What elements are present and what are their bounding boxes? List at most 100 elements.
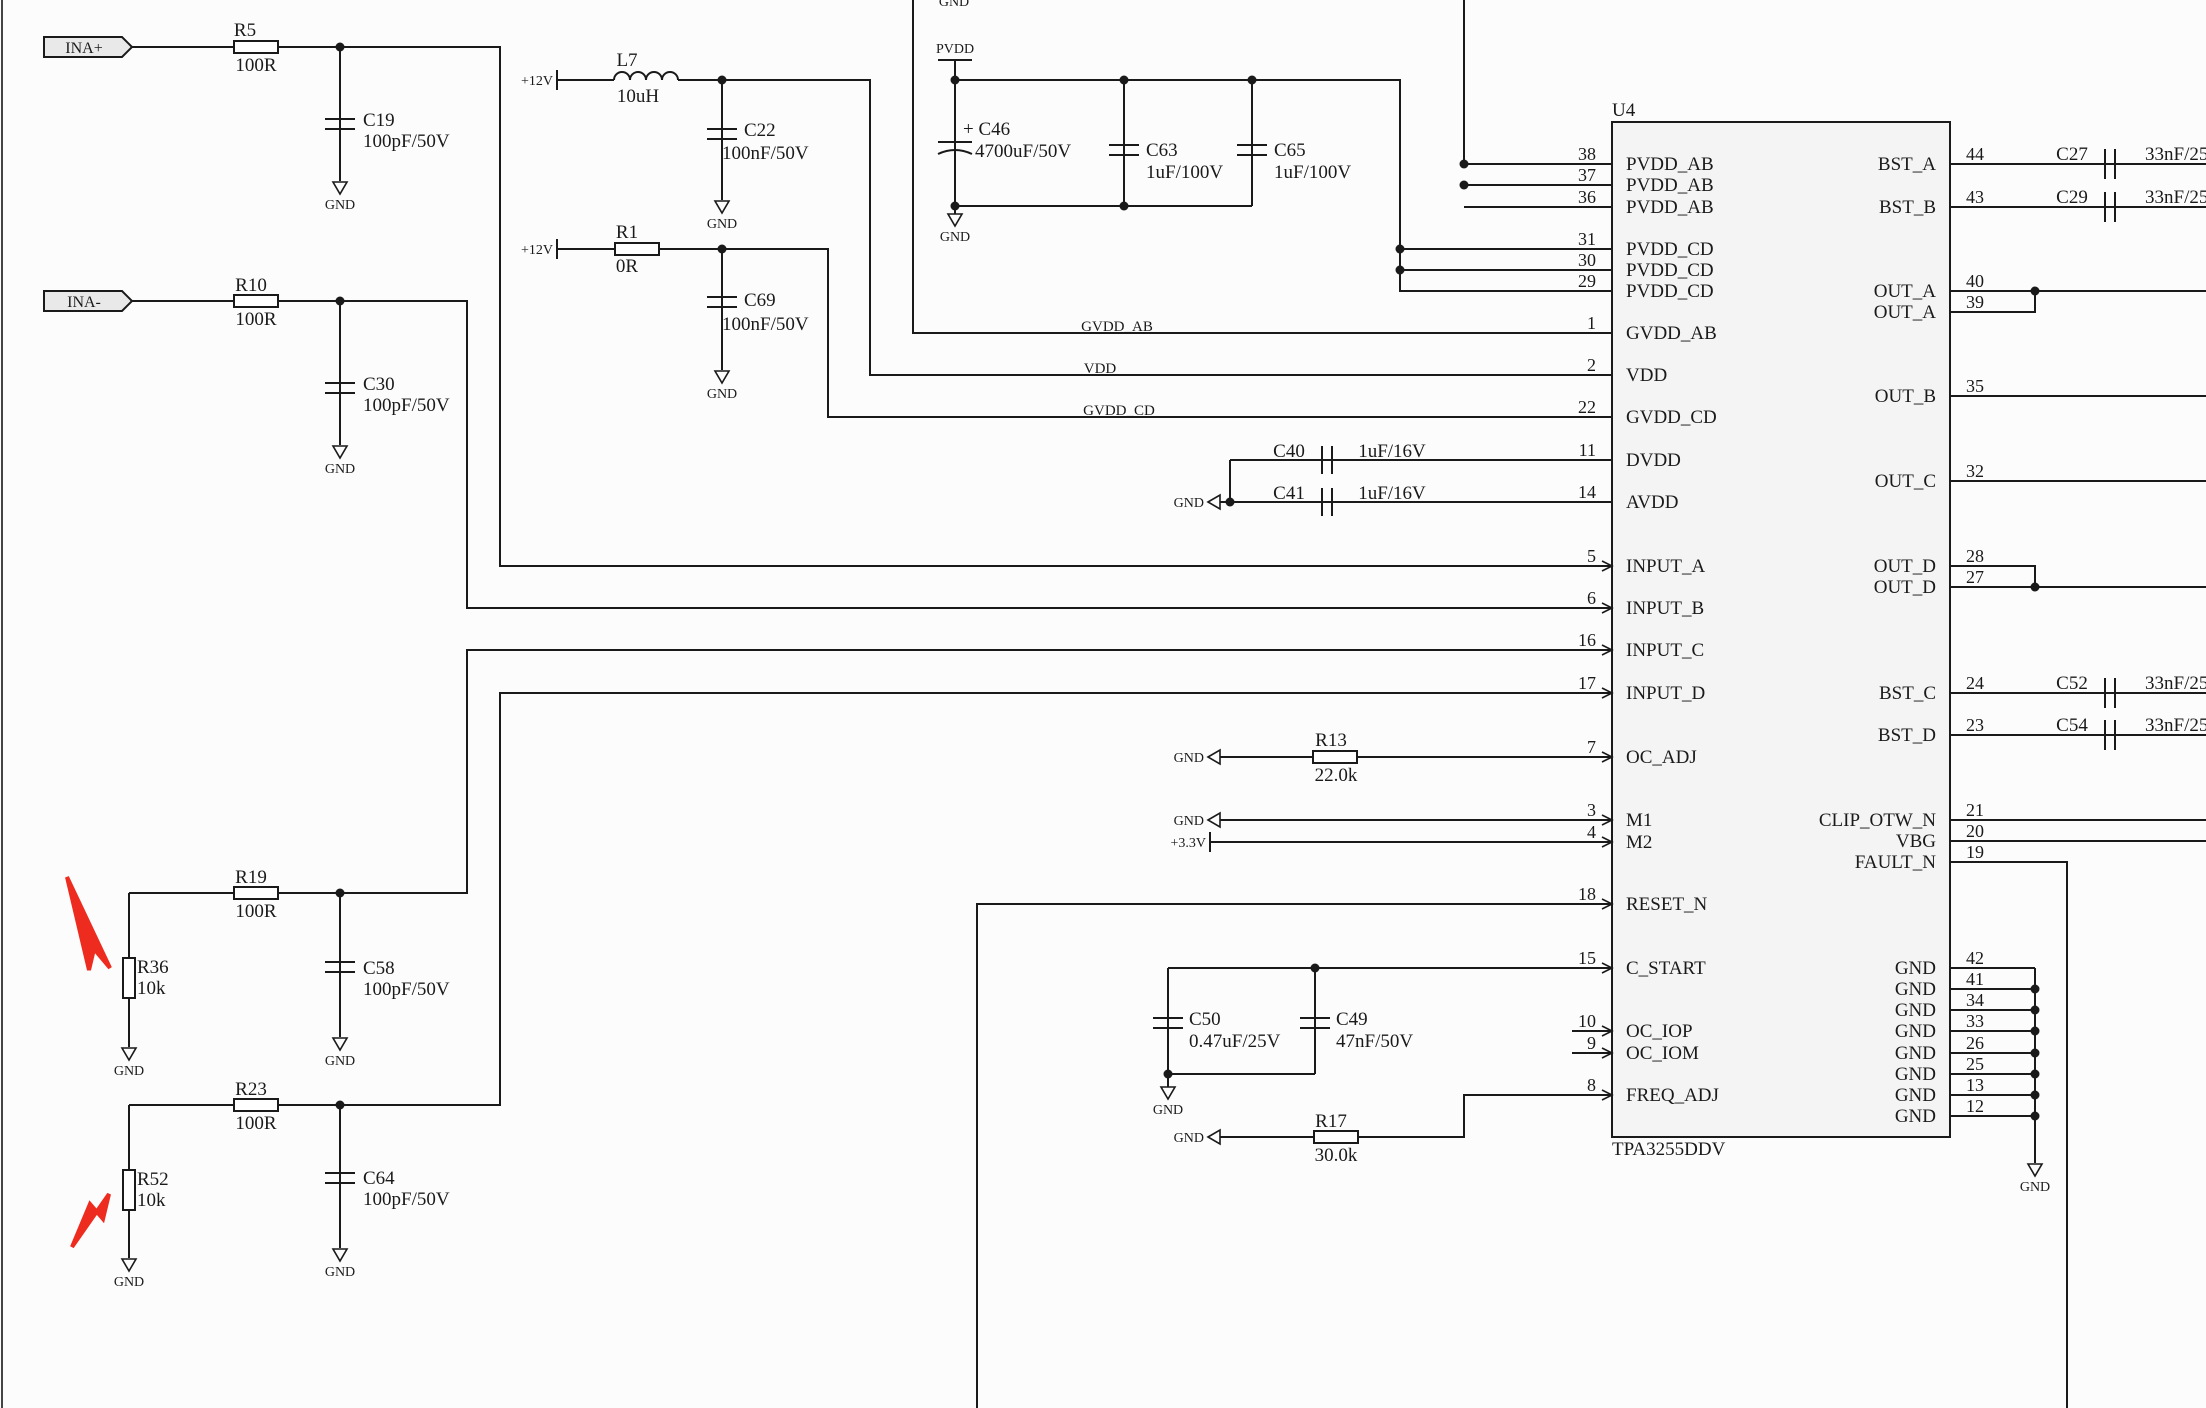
pin-name: PVDD_AB: [1626, 197, 1714, 218]
gnd-symbol: [331, 181, 349, 196]
pin-arrow: [1601, 836, 1614, 848]
label: 100R: [235, 901, 277, 922]
junction-dot: [2030, 582, 2040, 592]
net-input-b: [132, 300, 1612, 609]
gnd-label: GND: [325, 1054, 355, 1069]
pin-number: 14: [1578, 482, 1596, 502]
capacitor-plate-curved: [937, 149, 973, 155]
pin-arrow: [1601, 687, 1614, 699]
gnd-label: GND: [1174, 496, 1204, 511]
label: C29: [2056, 187, 2088, 208]
wires: [128, 0, 2206, 1408]
resistor-r17: [1313, 1130, 1359, 1144]
pin-name: GND: [1895, 958, 1936, 979]
pin-name: RESET_N: [1626, 894, 1708, 915]
pin-number: 18: [1578, 884, 1596, 904]
label: 100nF/50V: [722, 143, 809, 164]
gnd-symbol: [713, 200, 731, 215]
wire: [1950, 290, 2036, 313]
pin-number: 32: [1966, 461, 1984, 481]
gnd-symbol: [120, 1258, 138, 1273]
label: 1uF/16V: [1358, 483, 1426, 504]
label: 4700uF/50V: [975, 141, 1071, 162]
port-connector: [43, 36, 134, 58]
label: 33nF/25: [2145, 187, 2206, 208]
resistor-r19: [233, 886, 279, 900]
pin-name: PVDD_CD: [1626, 260, 1714, 281]
pin-number: 22: [1578, 397, 1596, 417]
pin-arrow: [1601, 560, 1614, 572]
pin-name: GND: [1895, 1021, 1936, 1042]
label: L7: [616, 50, 637, 71]
net-reset-n: [976, 903, 1612, 1408]
pin-number: 6: [1587, 588, 1596, 608]
label: C69: [744, 290, 776, 311]
net-input-a: [132, 46, 1612, 567]
label: C54: [2056, 715, 2088, 736]
pin-number: 11: [1579, 440, 1596, 460]
label: 1uF/100V: [1146, 162, 1223, 183]
gnd-symbol: [713, 370, 731, 385]
pin-number: 38: [1578, 144, 1596, 164]
label: GVDD_CD: [1083, 403, 1155, 419]
label: 100pF/50V: [363, 1189, 450, 1210]
pin-name: M1: [1626, 810, 1652, 831]
label: C52: [2056, 673, 2088, 694]
label: C40: [1273, 441, 1305, 462]
label: 100R: [235, 309, 277, 330]
pin-name: OUT_B: [1875, 386, 1936, 407]
pin-number: 7: [1587, 737, 1596, 757]
label: C22: [744, 120, 776, 141]
pin-name: VDD: [1626, 365, 1667, 386]
label: 10k: [137, 1190, 166, 1211]
label: VDD: [1084, 361, 1117, 377]
net-input-c: [129, 649, 1612, 894]
pin-name: PVDD_CD: [1626, 239, 1714, 260]
label: 100R: [235, 1113, 277, 1134]
label: R23: [235, 1079, 267, 1100]
pin-number: 39: [1966, 292, 1984, 312]
gnd-label: GND: [325, 462, 355, 477]
pin-name: OUT_D: [1874, 577, 1936, 598]
resistor-body: [122, 1169, 136, 1211]
label: 100pF/50V: [363, 131, 450, 152]
pin-name: INPUT_C: [1626, 640, 1704, 661]
label: C30: [363, 374, 395, 395]
pin-name: PVDD_AB: [1626, 175, 1714, 196]
label: C50: [1189, 1009, 1221, 1030]
net-input-d: [129, 692, 1612, 1106]
pin-number: 27: [1966, 567, 1984, 587]
ic-ref: U4: [1612, 100, 1636, 121]
pin-number: 19: [1966, 842, 1984, 862]
inductor-l7: [613, 71, 679, 81]
gnd-label: GND: [325, 1265, 355, 1280]
pin-name: FAULT_N: [1855, 852, 1937, 873]
label: 100pF/50V: [363, 395, 450, 416]
components: [1, 0, 2116, 1408]
pin-number: 13: [1966, 1075, 1984, 1095]
highlight-arrow: [65, 876, 112, 971]
gnd-symbol: [331, 1037, 349, 1052]
net-vdd: [678, 79, 1612, 376]
label: 100R: [235, 55, 277, 76]
pin-number: 43: [1966, 187, 1984, 207]
gnd-symbol: [331, 445, 349, 460]
pin-number: 42: [1966, 948, 1984, 968]
pin-number: 37: [1578, 165, 1596, 185]
pin-arrow: [1601, 1047, 1614, 1059]
label: GVDD_AB: [1081, 319, 1153, 335]
pin-number: 33: [1966, 1011, 1984, 1031]
pin-number: 16: [1578, 630, 1596, 650]
pin-name: FREQ_ADJ: [1626, 1085, 1719, 1106]
pin-name: VBG: [1896, 831, 1936, 852]
pin-number: 28: [1966, 546, 1984, 566]
pin-arrow: [1601, 962, 1614, 974]
pin-arrow: [1601, 898, 1614, 910]
pin-number: 35: [1966, 376, 1984, 396]
resistor-r5: [233, 40, 279, 54]
label: R17: [1315, 1111, 1347, 1132]
port-label: INA+: [65, 40, 102, 57]
label: 33nF/25: [2145, 715, 2206, 736]
junction-dot: [1310, 963, 1320, 973]
ic-u4-body: [1611, 121, 1951, 1138]
